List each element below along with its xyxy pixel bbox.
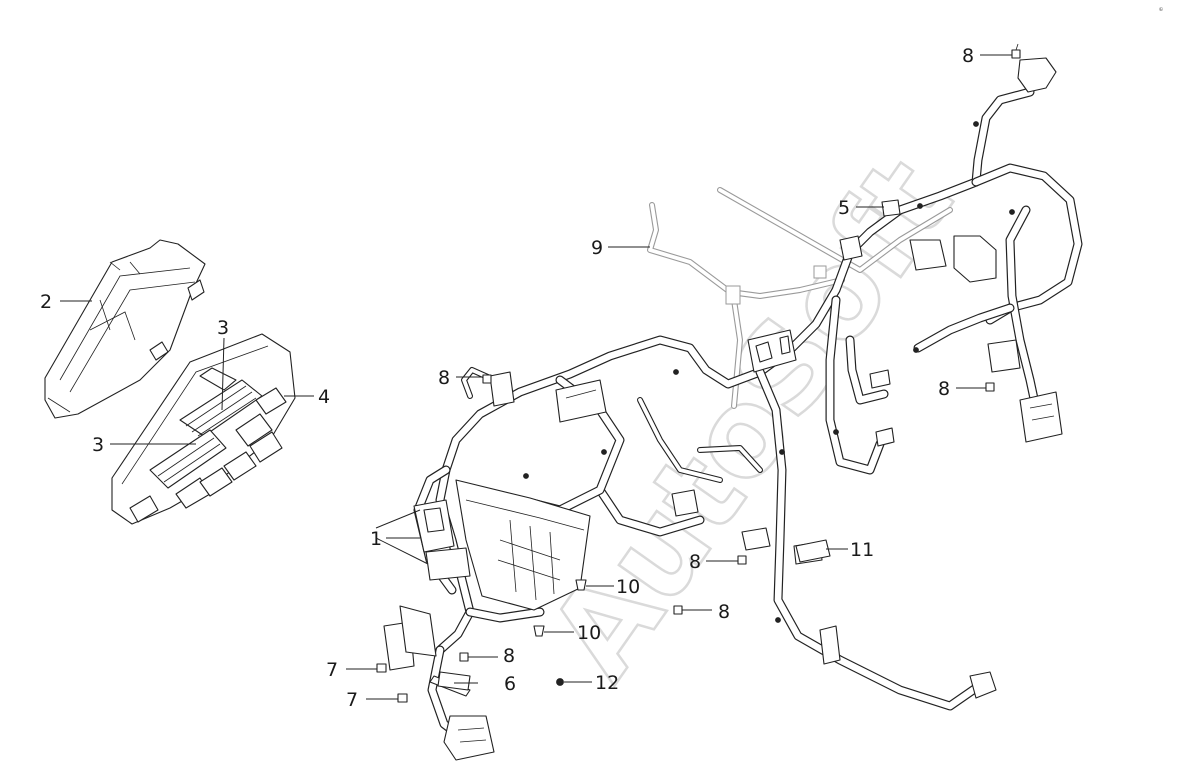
clip-10-lower xyxy=(533,625,545,637)
callout-1: 1 xyxy=(370,528,382,550)
corner-mark: © xyxy=(1157,5,1165,14)
callout-12: 12 xyxy=(595,672,619,694)
callout-8-left: 8 xyxy=(438,367,450,389)
callout-labels: 1 2 3 3 4 5 6 7 7 8 8 8 8 8 8 9 10 10 11… xyxy=(40,45,974,711)
callout-8-right: 8 xyxy=(938,378,950,400)
screw-7-lower xyxy=(397,693,408,703)
watermark-text: AutoSoft xyxy=(524,135,980,703)
callout-8-bottom: 8 xyxy=(503,645,515,667)
callout-7-upper: 7 xyxy=(326,659,338,681)
callout-3-lower: 3 xyxy=(92,434,104,456)
callout-11: 11 xyxy=(850,539,874,561)
fasteners xyxy=(376,43,1021,703)
bolt-8-top xyxy=(1011,43,1021,59)
bolt-8-right xyxy=(985,382,995,392)
callout-8-lower: 8 xyxy=(718,601,730,623)
fuse-box xyxy=(111,333,296,525)
bolt-8-left xyxy=(482,374,492,384)
screw-7-upper xyxy=(376,663,387,673)
callout-3-upper: 3 xyxy=(217,317,229,339)
sensor-5 xyxy=(881,199,901,217)
leader-lines xyxy=(60,54,1012,700)
bracket-6 xyxy=(437,671,471,691)
callout-2: 2 xyxy=(40,291,52,313)
callout-5: 5 xyxy=(838,197,850,219)
callout-10-upper: 10 xyxy=(616,576,640,598)
watermark: AutoSoft xyxy=(523,133,982,704)
callout-7-lower: 7 xyxy=(346,689,358,711)
nut-12 xyxy=(556,678,564,686)
clip-10-upper xyxy=(575,579,587,591)
main-wiring-harness xyxy=(383,57,1083,761)
callout-6: 6 xyxy=(504,673,516,695)
connector-cover-11 xyxy=(795,539,831,563)
fuse-box-cover xyxy=(44,239,206,419)
bolt-8-bottom-left xyxy=(459,652,469,662)
bolt-8-center xyxy=(737,555,747,565)
callout-10-lower: 10 xyxy=(577,622,601,644)
bolt-8-lower xyxy=(673,605,683,615)
callout-8-center: 8 xyxy=(689,551,701,573)
callout-8-top: 8 xyxy=(962,45,974,67)
callout-4: 4 xyxy=(318,386,330,408)
callout-9: 9 xyxy=(591,237,603,259)
